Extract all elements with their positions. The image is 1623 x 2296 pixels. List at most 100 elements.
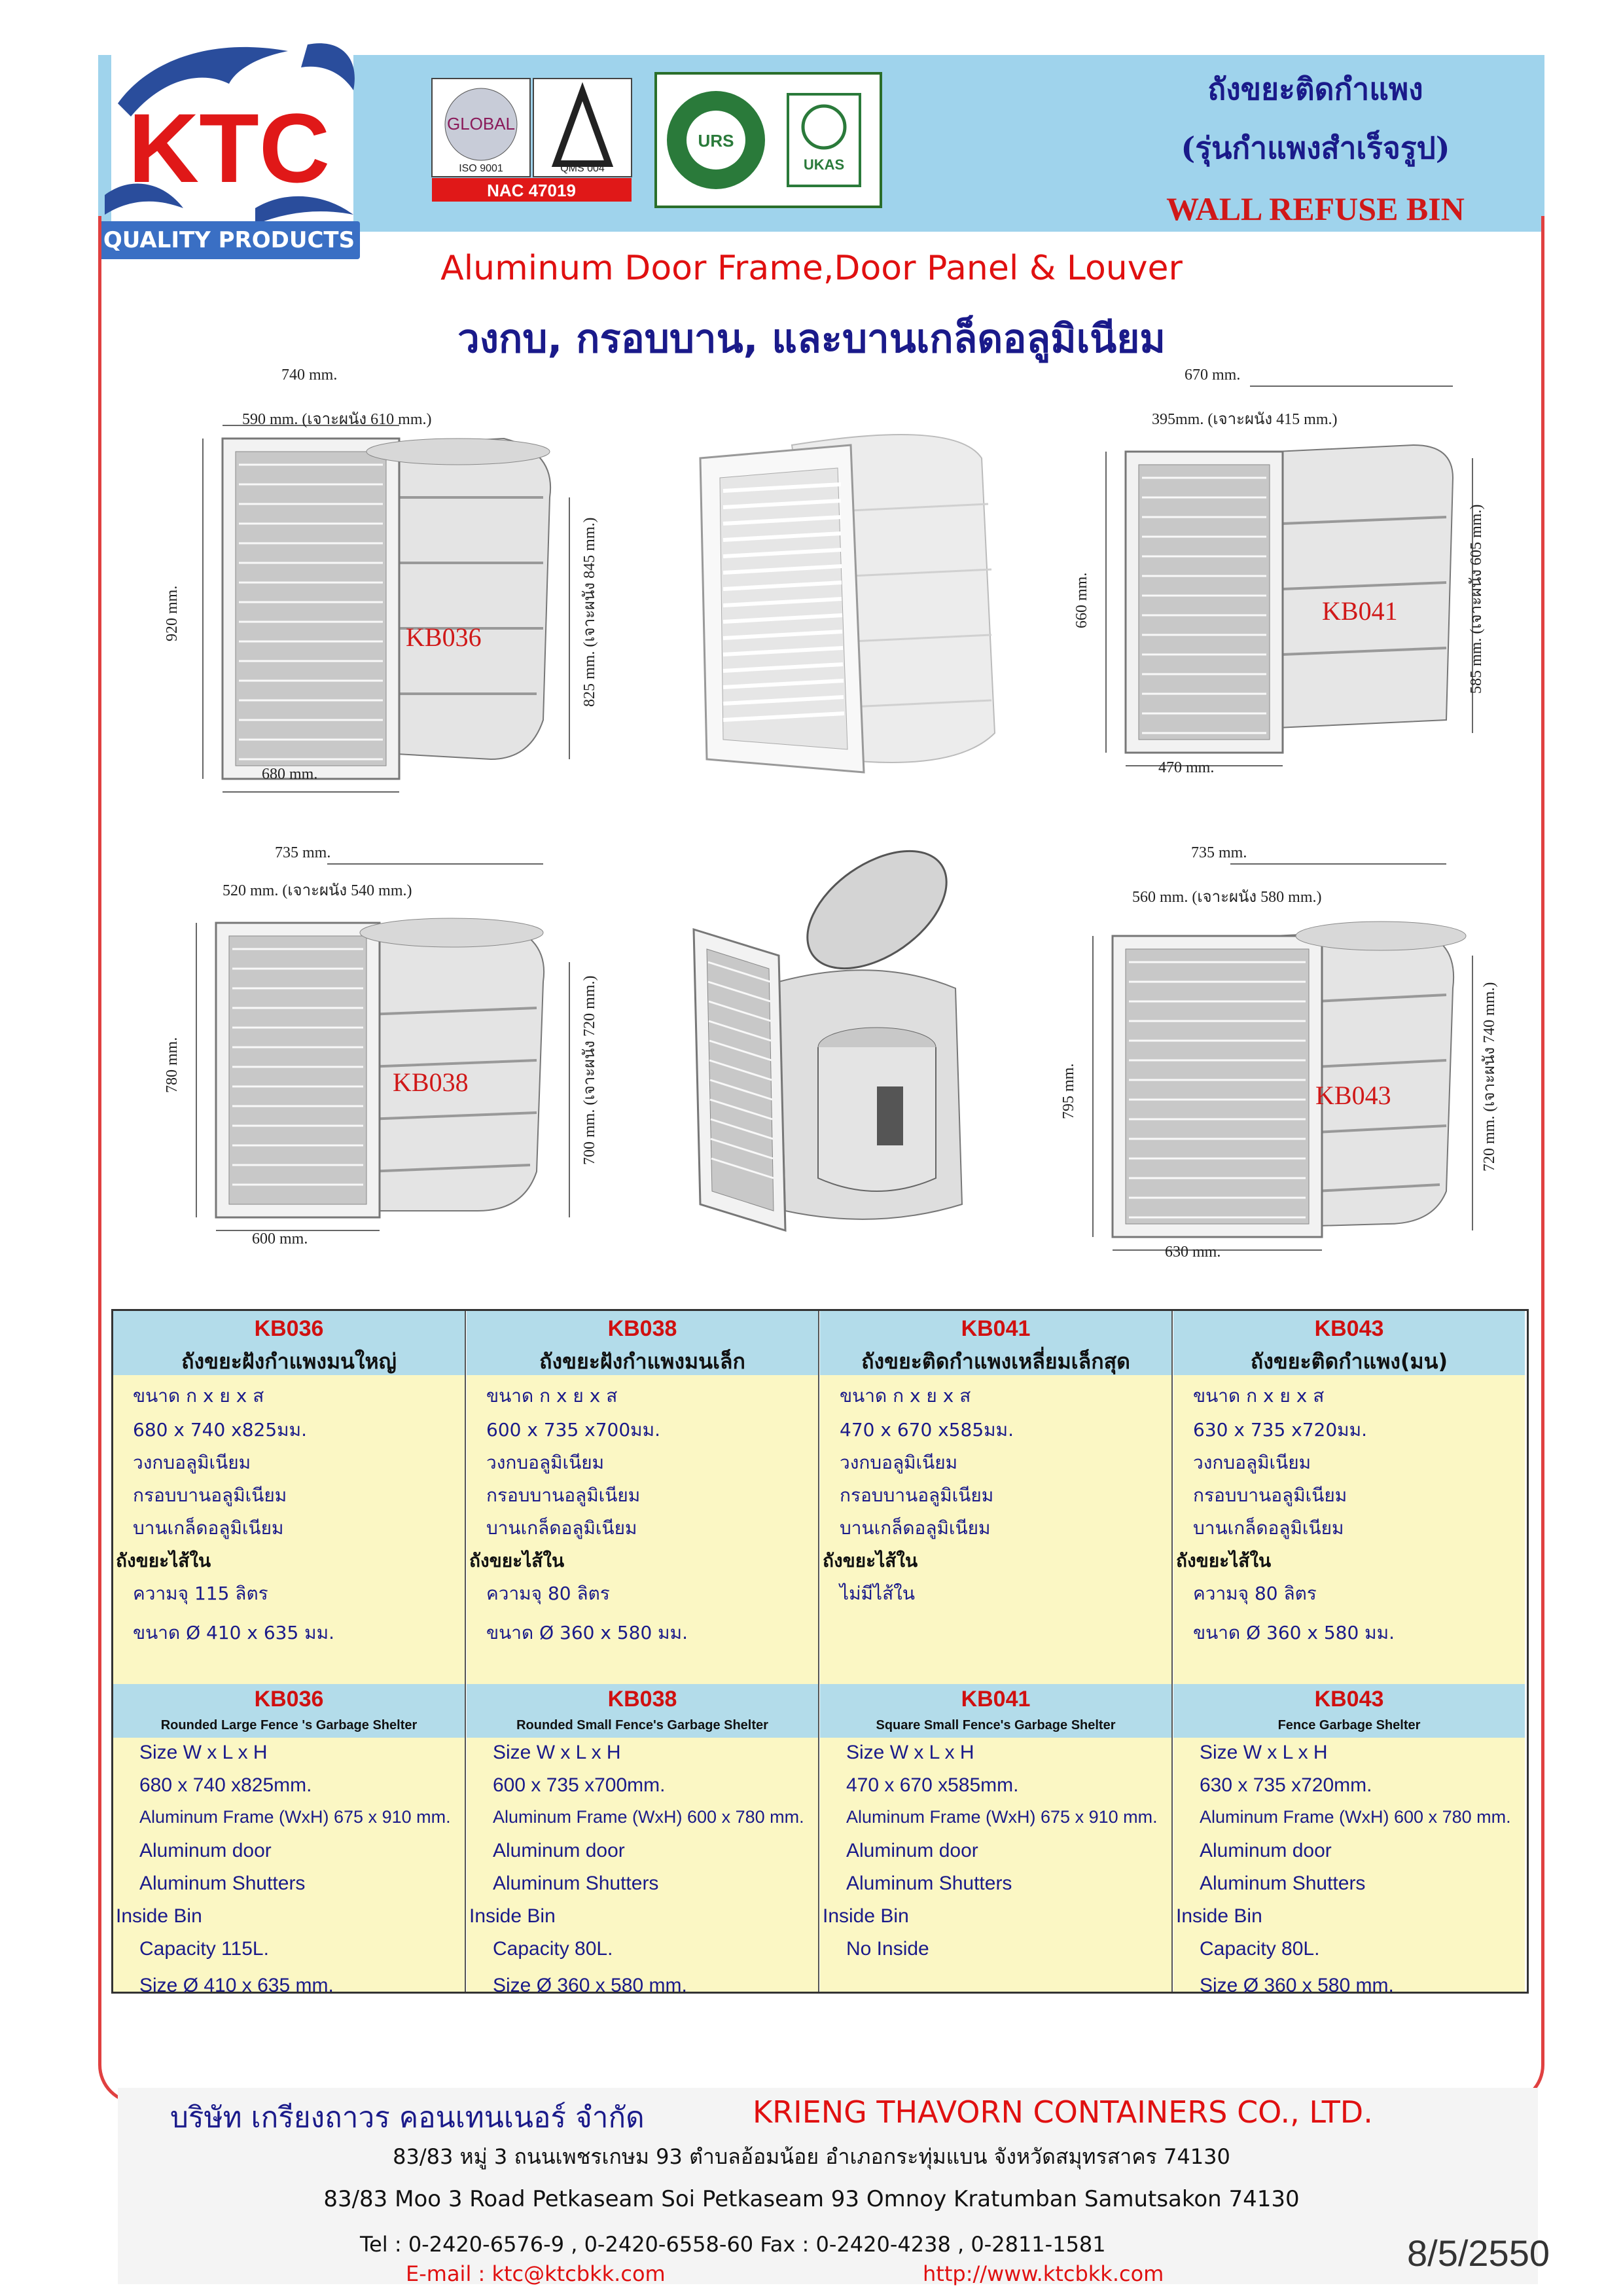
- spec-line: 470 x 670 x585mm.: [846, 1774, 1019, 1796]
- spec-line: ขนาด Ø 410 x 635 มม.: [133, 1622, 334, 1643]
- dim-right: 585 mm. (เจาะผนัง 605 mm.): [1468, 504, 1485, 694]
- model-code: KB043: [1314, 1316, 1384, 1341]
- spec-line: วงกบอลูมิเนียม: [1193, 1452, 1311, 1473]
- spec-line: กรอบบานอลูมิเนียม: [486, 1484, 641, 1506]
- address-en: 83/83 Moo 3 Road Petkaseam Soi Petkaseam…: [323, 2186, 1300, 2212]
- dim-top: 735 mm.: [275, 844, 331, 861]
- product-figure-kb043: 735 mm. 560 mm. (เจาะผนัง 580 mm.) 795 m…: [1054, 844, 1525, 1263]
- en-header-cell: KB043 Fence Garbage Shelter: [1173, 1684, 1525, 1739]
- model-code: KB041: [961, 1316, 1031, 1341]
- dim-right: 720 mm. (เจาะผนัง 740 mm.): [1481, 982, 1498, 1172]
- dim-left: 780 mm.: [164, 1037, 181, 1093]
- spec-line: 630 x 735 x720mm.: [1200, 1774, 1372, 1796]
- header-title-en: WALL REFUSE BIN: [1166, 190, 1465, 227]
- th-spec-body: ขนาด ก x ย x ส 630 x 735 x720มม. วงกบอลู…: [1173, 1375, 1525, 1684]
- spec-line: ขนาด ก x ย x ส: [1193, 1385, 1325, 1407]
- ktc-logo: KTC: [92, 31, 366, 228]
- contact-email[interactable]: E-mail : ktc@ktcbkk.com: [406, 2261, 666, 2286]
- en-header-cell: KB041 Square Small Fence's Garbage Shelt…: [820, 1684, 1171, 1739]
- dim-left: 795 mm.: [1060, 1063, 1077, 1119]
- spec-line: 630 x 735 x720มม.: [1193, 1419, 1367, 1441]
- model-code: KB038: [607, 1316, 677, 1341]
- dim-left: 920 mm.: [164, 585, 181, 641]
- spec-line: ขนาด Ø 360 x 580 มม.: [1193, 1622, 1395, 1643]
- inside-bin-label: ถังขยะไส้ใน: [1176, 1550, 1272, 1571]
- spec-line: Size W x L x H: [1200, 1742, 1328, 1763]
- spec-line: Aluminum door: [846, 1840, 978, 1861]
- svg-text:ISO 9001: ISO 9001: [459, 163, 503, 174]
- th-spec-body: ขนาด ก x ย x ส 470 x 670 x585มม. วงกบอลู…: [820, 1375, 1171, 1684]
- spec-line: ขนาด ก x ย x ส: [840, 1385, 971, 1407]
- product-photo-wall-bin: [694, 419, 1008, 785]
- spec-column-kb041: KB041 ถังขยะติดกำแพงเหลี่ยมเล็กสุด ขนาด …: [820, 1311, 1173, 1992]
- svg-text:QMS 004: QMS 004: [560, 163, 605, 174]
- model-name-th: ถังขยะฝังกำแพงมนเล็ก: [539, 1349, 745, 1374]
- spec-line: 680 x 740 x825มม.: [133, 1419, 307, 1441]
- spec-line: วงกบอลูมิเนียม: [486, 1452, 605, 1473]
- inside-bin-label: ถังขยะไส้ใน: [469, 1550, 565, 1571]
- footer-band: [118, 2088, 1538, 2284]
- svg-text:UKAS: UKAS: [804, 156, 844, 173]
- spec-table: KB036 ถังขยะฝังกำแพงมนใหญ่ ขนาด ก x ย x …: [111, 1309, 1529, 1996]
- spec-line: Size Ø 410 x 635 mm.: [139, 1975, 334, 1996]
- company-name-th: บริษัท เกรียงถาวร คอนเทนเนอร์ จำกัด: [170, 2101, 645, 2134]
- dim-right: 825 mm. (เจาะผนัง 845 mm.): [581, 517, 598, 707]
- spec-line: Aluminum Frame (WxH) 675 x 910 mm.: [139, 1807, 451, 1827]
- spec-line: วงกบอลูมิเนียม: [133, 1452, 251, 1473]
- svg-text:KTC: KTC: [128, 93, 330, 203]
- header-subtitle-th: (รุ่นกำแพงสำเร็จรูป): [1181, 130, 1450, 166]
- spec-line: วงกบอลูมิเนียม: [840, 1452, 958, 1473]
- inside-bin-label: ถังขยะไส้ใน: [823, 1550, 918, 1571]
- product-photo-open-bin: [681, 838, 1021, 1257]
- product-figure-kb038: 735 mm. 520 mm. (เจาะผนัง 540 mm.) 780 m…: [151, 844, 622, 1263]
- model-code: KB036: [254, 1316, 324, 1341]
- spec-line: ขนาด ก x ย x ส: [133, 1385, 264, 1407]
- contact-website-link[interactable]: http://www.ktcbkk.com: [923, 2261, 1164, 2286]
- spec-line: Size Ø 360 x 580 mm.: [493, 1975, 687, 1996]
- address-th: 83/83 หมู่ 3 ถนนเพชรเกษม 93 ตำบลอ้อมน้อย…: [393, 2144, 1230, 2169]
- dim-depth: 590 mm. (เจาะผนัง 610 mm.): [242, 411, 432, 428]
- model-label: KB041: [1322, 596, 1398, 626]
- model-name-en: Square Small Fence's Garbage Shelter: [876, 1718, 1116, 1732]
- svg-text:URS: URS: [698, 131, 734, 151]
- th-header-cell: KB043 ถังขยะติดกำแพง(มน): [1173, 1311, 1525, 1376]
- dim-depth: 520 mm. (เจาะผนัง 540 mm.): [223, 882, 412, 899]
- en-spec-body: Size W x L x H 470 x 670 x585mm. Aluminu…: [820, 1738, 1171, 1992]
- spec-line: บานเกล็ดอลูมิเนียม: [1193, 1517, 1344, 1539]
- inside-bin-label: Inside Bin: [823, 1905, 909, 1927]
- svg-text:NAC 47019: NAC 47019: [487, 181, 576, 200]
- spec-line: 600 x 735 x700mm.: [493, 1774, 666, 1796]
- inside-bin-label: ถังขยะไส้ใน: [116, 1550, 211, 1571]
- spec-line: Aluminum Shutters: [1200, 1873, 1366, 1894]
- th-header-cell: KB041 ถังขยะติดกำแพงเหลี่ยมเล็กสุด: [820, 1311, 1171, 1376]
- spec-line: ความจุ 80 ลิตร: [1193, 1583, 1317, 1604]
- header-title-th: ถังขยะติดกำแพง: [1207, 71, 1423, 107]
- model-code: KB043: [1314, 1687, 1384, 1712]
- dim-top: 735 mm.: [1191, 844, 1247, 861]
- en-spec-body: Size W x L x H 600 x 735 x700mm. Aluminu…: [467, 1738, 818, 1996]
- dim-bottom: 600 mm.: [252, 1230, 308, 1247]
- spec-line: Aluminum door: [493, 1840, 625, 1861]
- company-name-en: KRIENG THAVORN CONTAINERS CO., LTD.: [753, 2094, 1373, 2130]
- model-label: KB043: [1315, 1081, 1391, 1110]
- spec-column-kb036: KB036 ถังขยะฝังกำแพงมนใหญ่ ขนาด ก x ย x …: [113, 1311, 466, 1996]
- spec-line: บานเกล็ดอลูมิเนียม: [133, 1517, 284, 1539]
- model-name-en: Rounded Small Fence's Garbage Shelter: [516, 1718, 768, 1732]
- spec-line: Size Ø 360 x 580 mm.: [1200, 1975, 1394, 1996]
- spec-line: Size W x L x H: [846, 1742, 974, 1763]
- dim-top: 740 mm.: [281, 367, 338, 384]
- spec-line: Size W x L x H: [139, 1742, 268, 1763]
- dim-top: 670 mm.: [1185, 367, 1241, 384]
- dim-left: 660 mm.: [1073, 572, 1090, 628]
- svg-text:GLOBAL: GLOBAL: [447, 114, 515, 134]
- certification-badge-global: GLOBAL ISO 9001 QMS 004 NAC 47019: [425, 72, 648, 203]
- spec-line: Capacity 115L.: [139, 1938, 269, 1960]
- dim-bottom: 470 mm.: [1158, 759, 1215, 776]
- spec-line: ความจุ 115 ลิตร: [133, 1583, 268, 1604]
- spec-line: 470 x 670 x585มม.: [840, 1419, 1014, 1441]
- model-label: KB038: [393, 1067, 469, 1097]
- spec-line: Aluminum Shutters: [846, 1873, 1012, 1894]
- dim-depth: 395mm. (เจาะผนัง 415 mm.): [1152, 411, 1338, 428]
- section-title-en: Aluminum Door Frame,Door Panel & Louver: [440, 249, 1183, 288]
- th-header-cell: KB038 ถังขยะฝังกำแพงมนเล็ก: [467, 1311, 818, 1376]
